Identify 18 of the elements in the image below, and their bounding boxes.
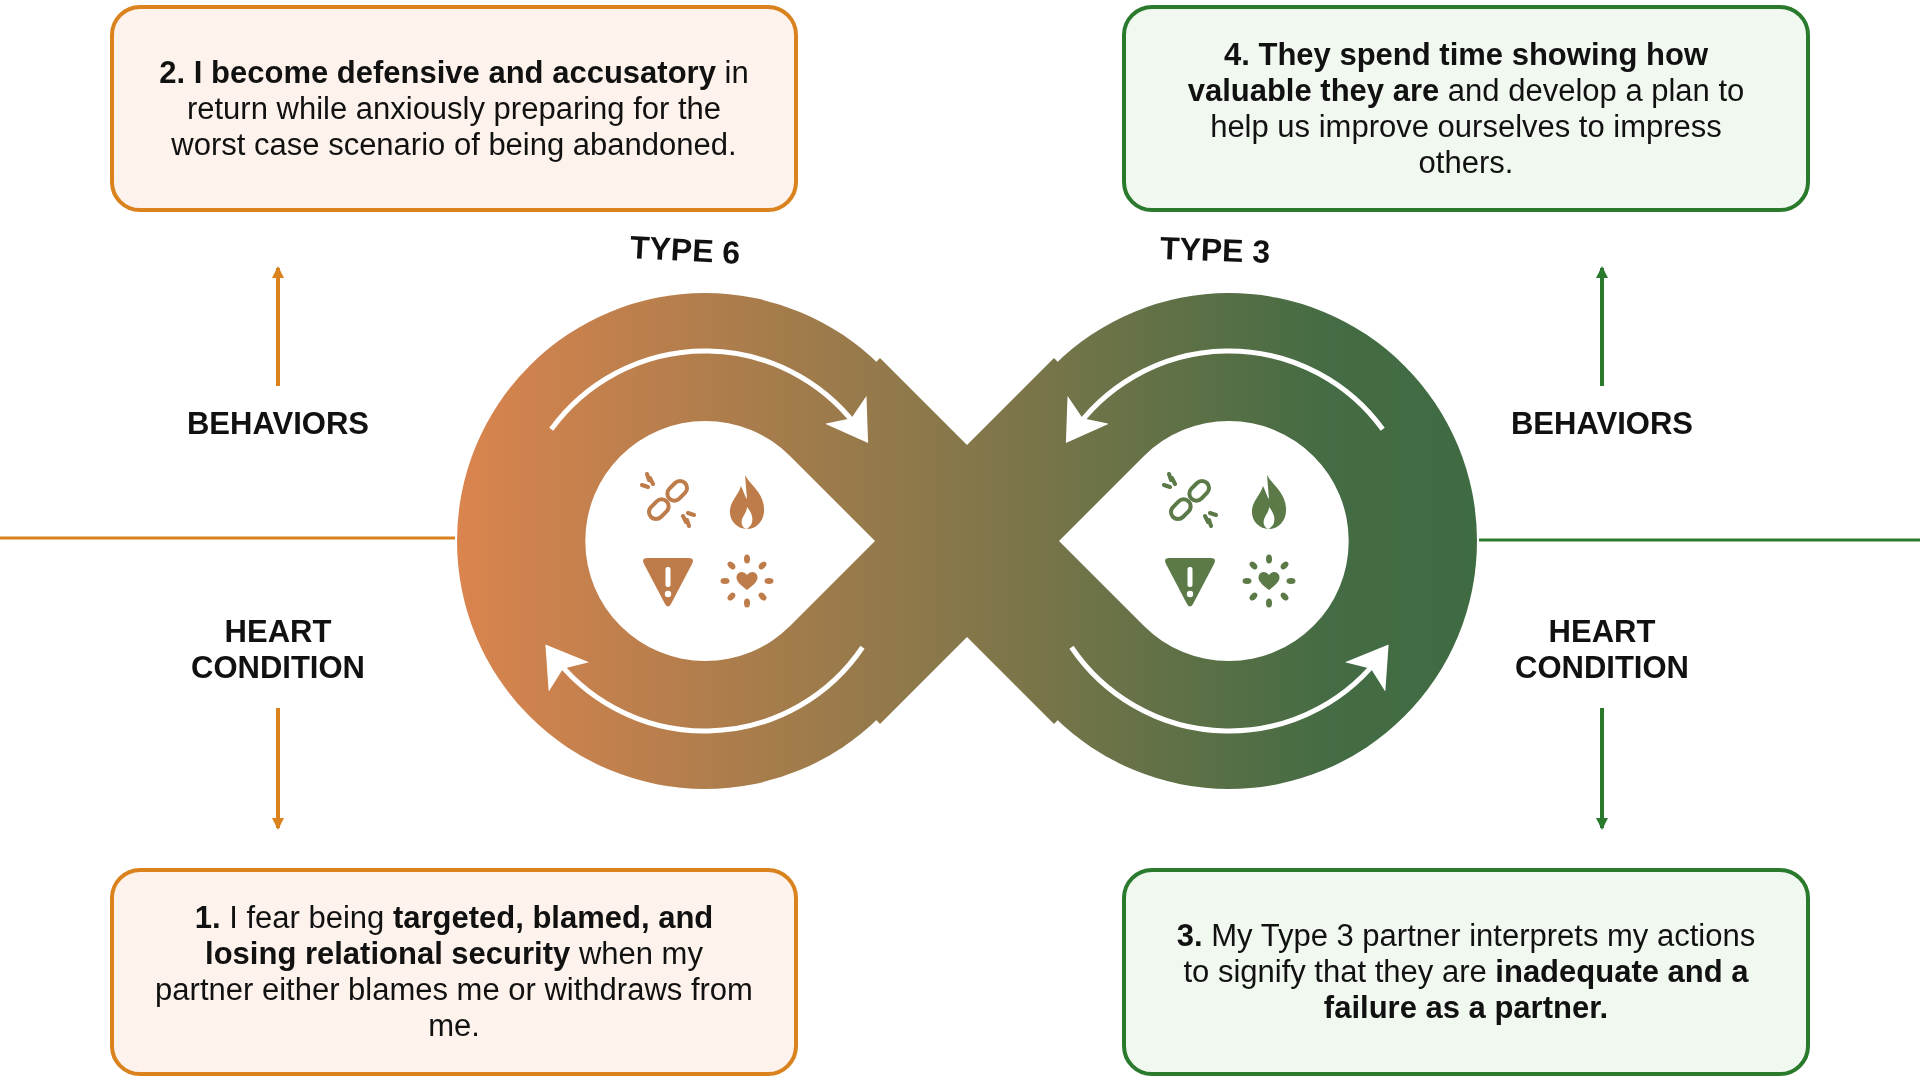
section-heading: BEHAVIORS (148, 406, 408, 442)
arrow (1596, 266, 1608, 386)
text-card (110, 868, 798, 1076)
section-heading: HEART CONDITION (168, 614, 388, 686)
arrow (272, 708, 284, 830)
card-text: 3. My Type 3 partner interprets my actions to signify that they are inadequate and a failure as a partner. (1175, 918, 1757, 1026)
section-heading: BEHAVIORS (1472, 406, 1732, 442)
text-card (110, 5, 798, 212)
card-text: 1. I fear being targeted, blamed, and losing relational security when my partner either blames me or withdraws from me. (154, 900, 754, 1044)
text-card (1122, 5, 1810, 212)
type-label: TYPE 3 (1159, 230, 1271, 271)
section-heading: HEART CONDITION (1492, 614, 1712, 686)
arrow (272, 266, 284, 386)
arrow (1596, 708, 1608, 830)
card-text: 4. They spend time showing how valuable they are and develop a plan to help us improve ourselves to impress others. (1186, 36, 1746, 181)
card-text: 2. I become defensive and accusatory in return while anxiously preparing for the worst case scenario of being abandoned. (158, 54, 750, 163)
type-label: TYPE 6 (629, 229, 742, 272)
text-card (1122, 868, 1810, 1076)
